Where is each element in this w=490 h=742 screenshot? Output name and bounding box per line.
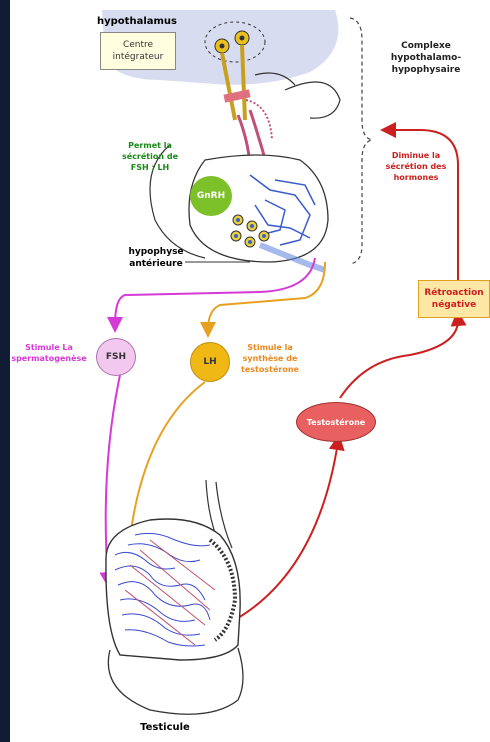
- fsh-label: FSH: [106, 352, 126, 362]
- testosterone-label: Testostérone: [307, 418, 365, 427]
- hypothalamus-label: hypothalamus: [92, 16, 182, 28]
- diagram-canvas: hypothalamus Centre intégrateur Complexe…: [10, 0, 490, 742]
- complex-bracket: [350, 18, 372, 264]
- permet-secretion-label: Permet la sécrétion de FSH ; LH: [106, 140, 194, 173]
- gnrh-node: GnRH: [190, 176, 232, 216]
- testis-drawing: [106, 480, 243, 714]
- gnrh-label: GnRH: [197, 191, 225, 201]
- centre-integrateur-box: Centre intégrateur: [100, 32, 176, 70]
- lh-label: LH: [203, 357, 216, 367]
- testosterone-to-feedback-arrow: [340, 318, 458, 398]
- testosterone-node: Testostérone: [296, 402, 376, 442]
- retroaction-box: Rétroaction négative: [418, 280, 490, 318]
- fsh-node: FSH: [96, 338, 136, 376]
- centre-integrateur-label: Centre intégrateur: [113, 39, 164, 63]
- lh-arrow: [208, 262, 325, 330]
- stimule-spermatogenese-label: Stimule La spermatogenèse: [8, 342, 90, 364]
- retroaction-label: Rétroaction négative: [424, 287, 483, 311]
- hypophyse-label: hypophyse antérieure: [120, 246, 192, 270]
- complexe-label: Complexe hypothalamo- hypophysaire: [376, 40, 476, 76]
- lh-node: LH: [190, 342, 230, 382]
- stimule-synthese-label: Stimule la synthèse de testostérone: [232, 342, 308, 375]
- testicule-label: Testicule: [130, 722, 200, 734]
- diminue-secretion-label: Diminue la sécrétion des hormones: [372, 150, 460, 183]
